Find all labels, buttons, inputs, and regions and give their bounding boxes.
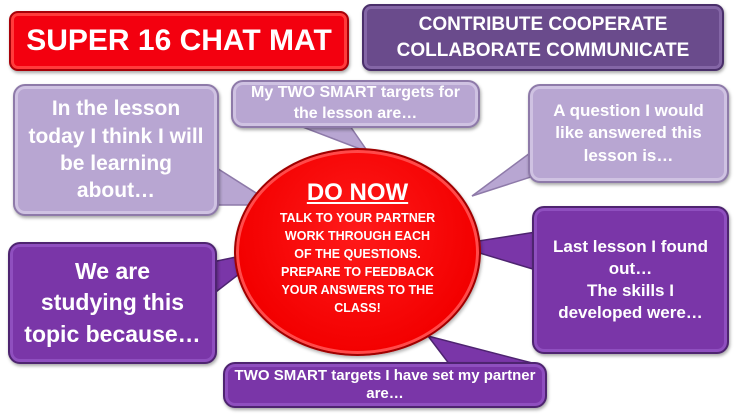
bubble-lesson-today-text: In the lesson today I think I will be le… — [28, 97, 204, 203]
bubble-question-text: A question I would like answered this le… — [553, 101, 704, 165]
bubble-smart-targets-text: My TWO SMART targets for the lesson are… — [251, 84, 460, 122]
bubble-partner-targets: TWO SMART targets I have set my partner … — [223, 362, 547, 408]
bubble-smart-targets: My TWO SMART targets for the lesson are… — [231, 80, 480, 128]
title-text: SUPER 16 CHAT MAT — [26, 24, 332, 58]
bubble-question: A question I would like answered this le… — [528, 84, 729, 183]
bubble-last-lesson: Last lesson I found out… The skills I de… — [532, 206, 729, 354]
bubble-last-lesson-text: Last lesson I found out… The skills I de… — [553, 236, 708, 323]
bubble-studying-because: We are studying this topic because… — [8, 242, 217, 364]
bubble-lesson-today: In the lesson today I think I will be le… — [13, 84, 219, 216]
title-banner: SUPER 16 CHAT MAT — [9, 11, 349, 71]
motto-banner: CONTRIBUTE COOPERATE COLLABORATE COMMUNI… — [362, 4, 724, 71]
bubble-partner-targets-text: TWO SMART targets I have set my partner … — [234, 367, 536, 402]
bubble-studying-because-text: We are studying this topic because… — [24, 258, 201, 347]
motto-line-1: CONTRIBUTE COOPERATE — [418, 13, 668, 35]
do-now-instructions: TALK TO YOUR PARTNER WORK THROUGH EACH O… — [279, 210, 436, 316]
do-now-heading: DO NOW — [306, 178, 409, 206]
do-now-ellipse: DO NOW TALK TO YOUR PARTNER WORK THROUGH… — [234, 148, 481, 356]
motto-line-2: COLLABORATE COMMUNICATE — [396, 39, 690, 61]
